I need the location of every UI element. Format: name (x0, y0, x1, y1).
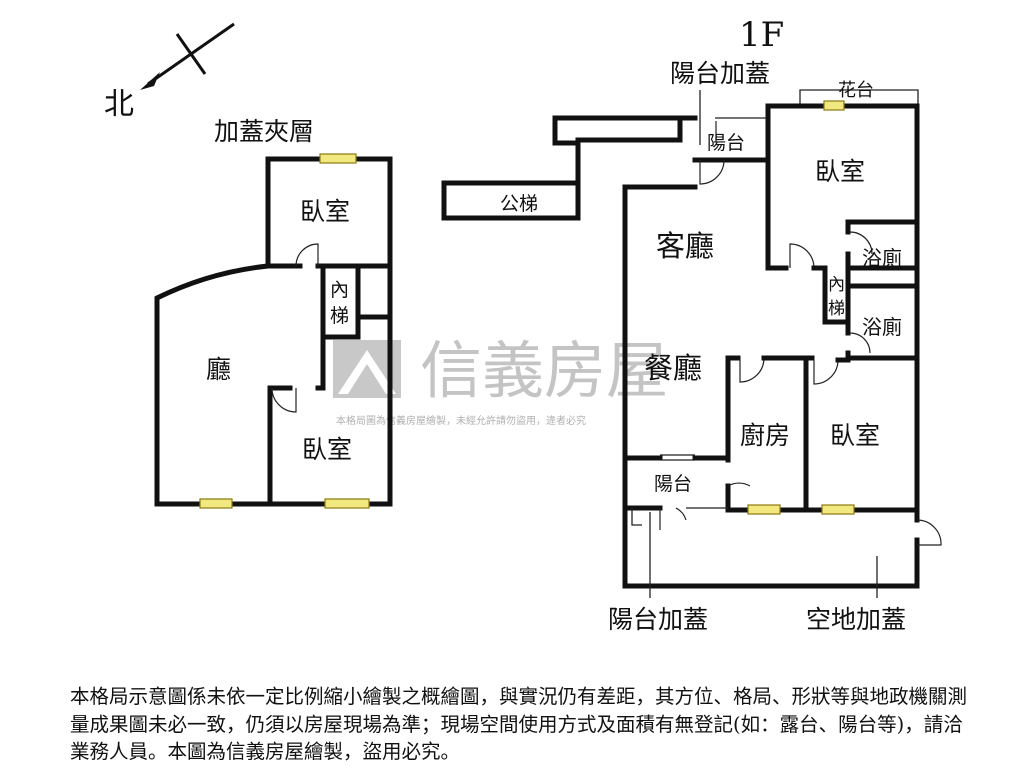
bedroom-se-label: 臥室 (830, 421, 880, 450)
inner-stair-label-2: 梯 (828, 299, 845, 319)
window (747, 504, 781, 515)
mezzanine-title: 加蓋夾層 (214, 117, 314, 146)
window (823, 100, 845, 111)
bathroom-2-label: 浴廁 (862, 315, 902, 339)
mezz-bedroom-top-label: 臥室 (300, 197, 350, 226)
bathroom-1-label: 浴廁 (862, 246, 902, 270)
kitchen-label: 廚房 (740, 421, 790, 450)
open-space-annex-label: 空地加蓋 (806, 605, 906, 634)
floor-label: 1F (739, 15, 784, 55)
disclaimer-text: 本格局示意圖係未依一定比例縮小繪製之概繪圖，與實況仍有差距，其方位、格局、形狀等… (70, 685, 968, 763)
mezzanine-plan: 加蓋夾層 臥室 內 梯 廳 臥室 (154, 117, 393, 509)
inner-stair-label-1: 內 (828, 275, 845, 295)
balcony-annex-top-label: 陽台加蓋 (670, 59, 770, 88)
watermark-notice: 本格局圖為信義房屋繪製，未經允許請勿盜用，違者必究 (336, 414, 586, 427)
planter-label: 花台 (838, 80, 874, 101)
living-room-label: 客廳 (656, 229, 714, 263)
balcony-bottom-label: 陽台 (654, 473, 692, 495)
public-stair-label: 公梯 (500, 193, 538, 215)
watermark-brand: 信義房屋 (420, 334, 668, 407)
watermark: 信義房屋 本格局圖為信義房屋繪製，未經允許請勿盜用，違者必究 (333, 334, 668, 427)
mezz-hall-label: 廳 (206, 355, 231, 384)
compass-north-label: 北 (104, 87, 134, 122)
floor-plan: 信義房屋 本格局圖為信義房屋繪製，未經允許請勿盜用，違者必究 北 1F 加蓋夾層… (104, 15, 942, 634)
window (319, 153, 357, 164)
bedroom-ne-label: 臥室 (815, 157, 865, 186)
mezz-inner-stair-label-1: 內 (330, 279, 349, 301)
mezz-bedroom-bottom-label: 臥室 (302, 435, 352, 464)
dining-room-label: 餐廳 (644, 351, 702, 385)
window (324, 498, 370, 509)
window (821, 504, 855, 515)
ground-floor-plan: 陽台加蓋 花台 公梯 陽台 臥室 浴廁 內 梯 浴廁 (441, 59, 942, 634)
balcony-top-label: 陽台 (707, 132, 745, 154)
mezz-inner-stair-label-2: 梯 (330, 305, 349, 327)
compass: 北 (104, 22, 235, 122)
balcony-annex-bottom-label: 陽台加蓋 (608, 605, 708, 634)
window (199, 498, 233, 509)
